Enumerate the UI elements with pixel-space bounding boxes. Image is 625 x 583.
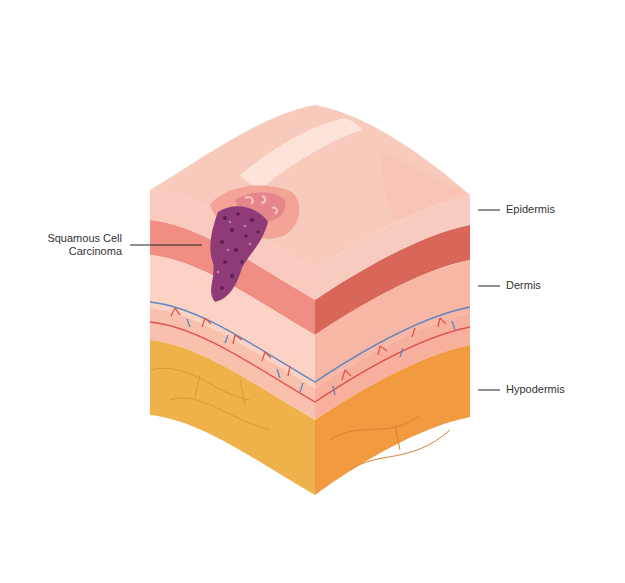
illustration-part [230,228,234,232]
illustration-part [478,210,500,211]
illustration-part [478,390,500,391]
illustration-part [150,322,470,402]
illustration-part [171,308,446,380]
illustration-part [256,230,259,233]
illustration-part [240,118,362,188]
illustration-part [236,212,240,216]
layer-label: Hypodermis [506,383,606,396]
layer-label: Epidermis [506,203,606,216]
blood-vessels [150,302,470,402]
illustration-part [234,248,238,252]
illustration-part [478,286,500,287]
layer-label: Dermis [506,279,606,292]
illustration-part [227,249,230,252]
illustration-part [150,340,315,495]
tumor-label: Squamous Cell Carcinoma [25,232,122,258]
illustration-part [220,240,224,244]
illustration-part [249,243,252,246]
illustration-part [235,284,238,287]
illustration-part [330,415,450,470]
illustration-part [187,319,455,395]
skin-right-face [315,195,470,495]
illustration-part [130,245,202,246]
illustration-part [217,271,220,274]
illustration-part [244,225,247,228]
illustration-part [223,216,227,220]
illustration-part [244,234,248,238]
skin-left-face [150,190,315,495]
illustration-part [210,206,268,302]
illustration-part [229,221,232,224]
carcinoma-lesion [210,186,299,302]
illustration-part [230,274,234,278]
illustration-part [150,368,270,430]
illustration-part [220,212,260,290]
leader-lines [130,210,500,390]
illustration-part [217,221,252,287]
illustration-part [223,260,227,264]
illustration-part [250,218,254,222]
illustration-part [240,260,243,263]
illustration-part [220,286,224,290]
